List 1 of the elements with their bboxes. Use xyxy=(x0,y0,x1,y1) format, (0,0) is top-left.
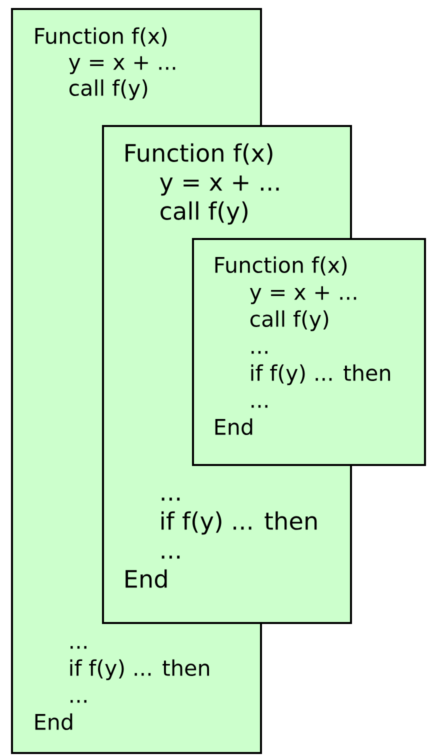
code-box: Function f(x) y = x + ... call f(y) ... if f(y) ... then ... End xyxy=(192,238,426,466)
